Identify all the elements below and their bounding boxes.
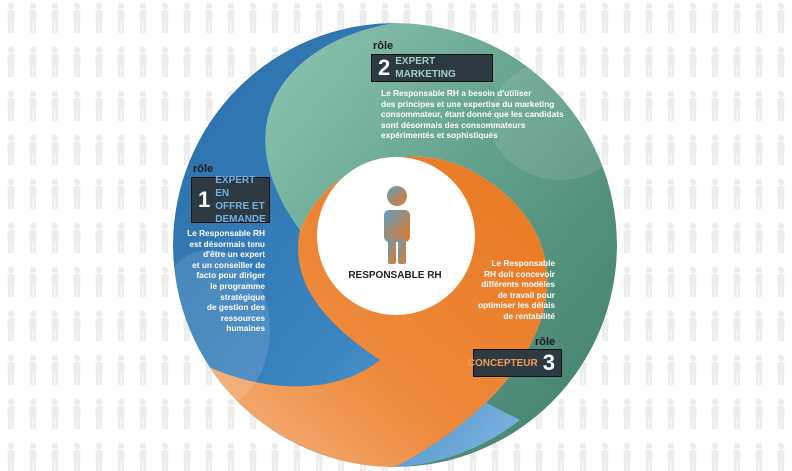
role-1-title: EXPERT EN OFFRE ET DEMANDE [215,175,266,225]
role-1-box: 1 EXPERT EN OFFRE ET DEMANDE [191,175,270,225]
role-1-word: rôle [193,163,214,175]
role-3-number: 3 [542,350,555,375]
role-3-box: CONCEPTEUR 3 [468,349,562,377]
role-3-title: CONCEPTEUR [467,357,538,369]
role-2-word: rôle [373,40,394,52]
role-2-description: Le Responsable RH a besoin d'utiliser de… [381,88,564,141]
role-3-word: rôle [535,336,556,348]
person-icon [384,186,410,264]
role-2-box: 2 EXPERT MARKETING [371,54,493,82]
role-1-description: Le Responsable RH est désormais tenu d'ê… [187,228,265,334]
role-1-number: 1 [198,187,211,212]
blue-swirl-segment [173,23,520,467]
center-label: RESPONSABLE RH [348,270,442,281]
role-2-number: 2 [378,55,391,80]
role-2-title: EXPERT MARKETING [395,56,456,80]
role-3-description: Le Responsable RH doit concevoir différe… [477,258,555,321]
